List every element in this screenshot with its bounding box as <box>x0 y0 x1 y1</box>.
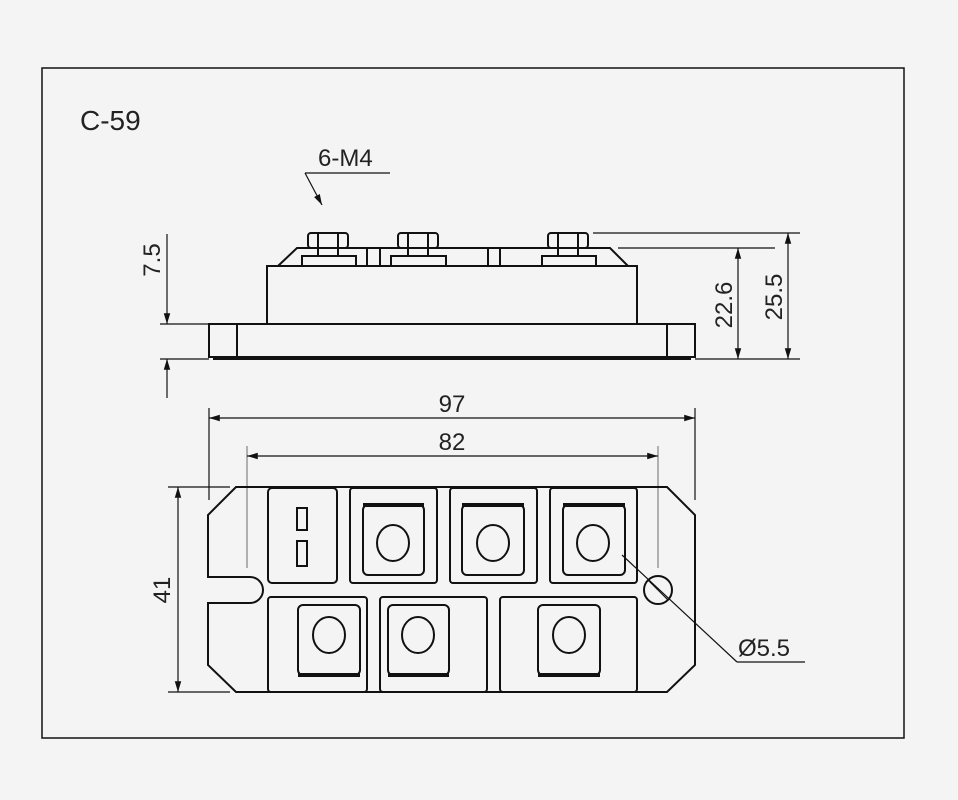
terminal-nut <box>541 232 597 267</box>
hole-callout: Ø5.5 <box>621 554 805 663</box>
dim-total-length: 97 <box>439 391 466 418</box>
terminal-nut <box>301 232 357 267</box>
top-view <box>207 486 696 693</box>
terminal-pad <box>297 604 361 677</box>
drawing-frame <box>41 67 905 739</box>
screw-label: 6-M4 <box>318 145 373 172</box>
terminal-pad <box>461 503 525 576</box>
side-view <box>208 232 696 360</box>
dim-body-height: 22.6 <box>711 282 738 329</box>
dim-hole: Ø5.5 <box>738 635 790 662</box>
mounting-hole <box>643 575 673 605</box>
height-dimensions: 22.6 25.5 7.5 <box>139 232 800 398</box>
terminal-pad <box>562 503 626 576</box>
dim-base-height: 7.5 <box>139 243 166 276</box>
dim-mount-spacing: 82 <box>439 429 466 456</box>
terminal-pad <box>387 604 450 677</box>
screw-callout: 6-M4 <box>304 145 390 206</box>
terminal-nut <box>390 232 447 267</box>
terminal-pad <box>537 604 601 677</box>
dim-width: 41 <box>149 577 176 604</box>
package-title: C-59 <box>80 105 141 136</box>
terminal-pad <box>362 503 425 576</box>
length-dimensions: 97 82 41 <box>149 391 696 693</box>
dim-total-height: 25.5 <box>761 274 788 321</box>
